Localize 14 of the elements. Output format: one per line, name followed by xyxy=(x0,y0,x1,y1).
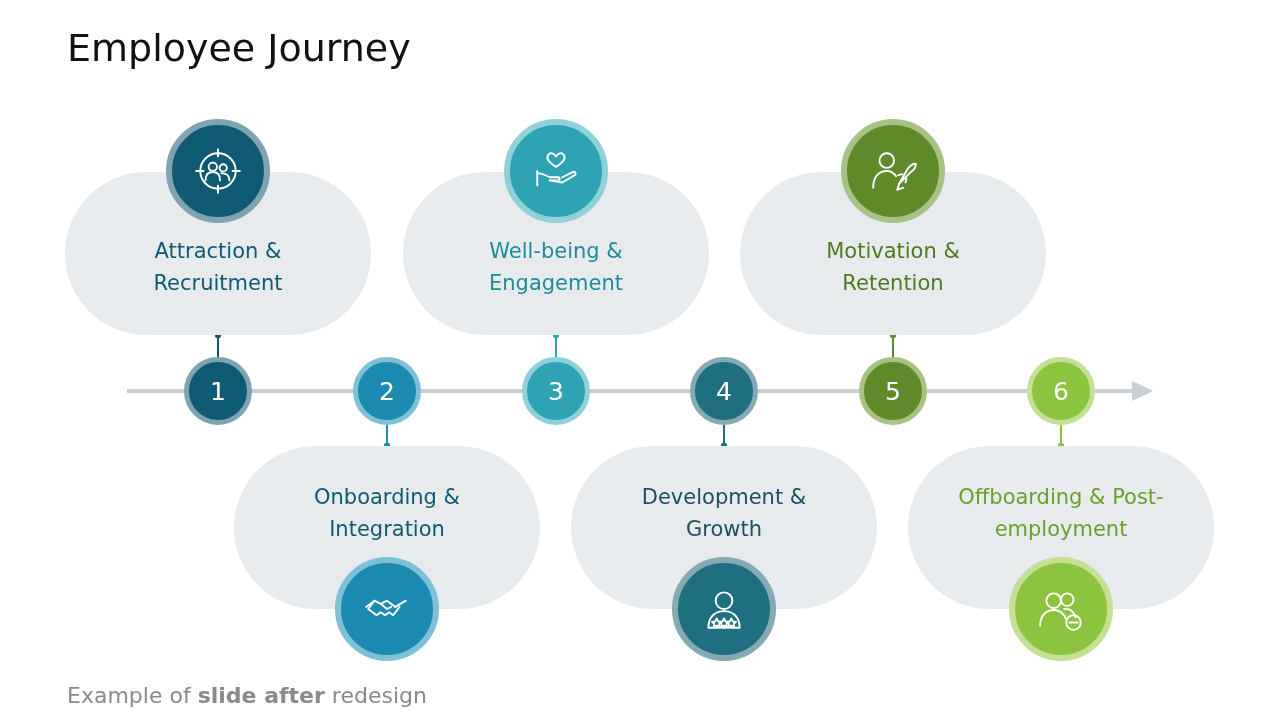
footer-note: Example of slide after redesign xyxy=(67,683,427,708)
step-number: 2 xyxy=(353,357,421,425)
stage-label: Well-being & Engagement xyxy=(488,238,624,297)
step-number: 5 xyxy=(859,357,927,425)
stage-label: Attraction & Recruitment xyxy=(152,238,284,297)
step-number: 3 xyxy=(522,357,590,425)
step-number: 1 xyxy=(184,357,252,425)
step-number: 4 xyxy=(690,357,758,425)
stage-label: Offboarding & Post-employment xyxy=(957,484,1165,543)
step-number: 6 xyxy=(1027,357,1095,425)
slide-title: Employee Journey xyxy=(67,26,411,70)
stage-label: Development & Growth xyxy=(640,484,808,543)
stage-label: Motivation & Retention xyxy=(825,238,961,297)
stage-label: Onboarding & Integration xyxy=(313,484,461,543)
